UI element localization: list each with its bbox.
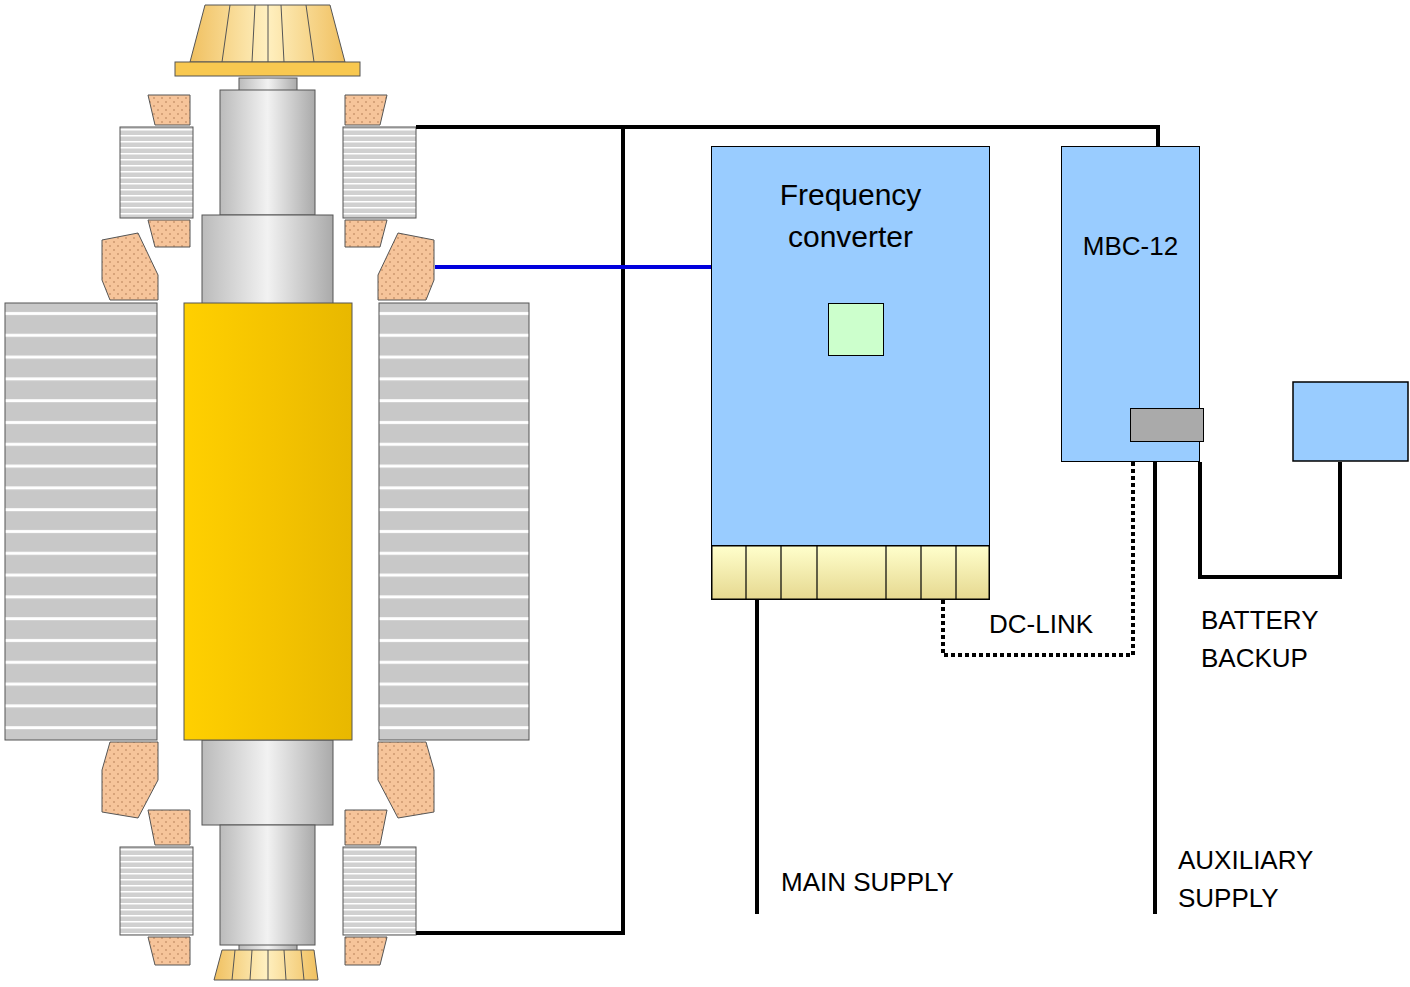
supply-label: AUXILIARY SUPPLY (1178, 841, 1378, 917)
box-title: Frequency converter (736, 174, 966, 258)
battery-box (1293, 382, 1408, 461)
edge-label: DC-LINK (989, 605, 1093, 643)
box-title: MBC-12 (1066, 228, 1196, 264)
supply-label: MAIN SUPPLY (781, 863, 1041, 901)
controller-box: MBC-12 (1061, 146, 1200, 462)
terminal-strip (711, 545, 990, 600)
battery-label: BATTERY BACKUP (1201, 601, 1401, 677)
converter-box: Frequency converter (711, 146, 990, 600)
connector-port (1130, 408, 1204, 442)
status-light (828, 303, 884, 356)
